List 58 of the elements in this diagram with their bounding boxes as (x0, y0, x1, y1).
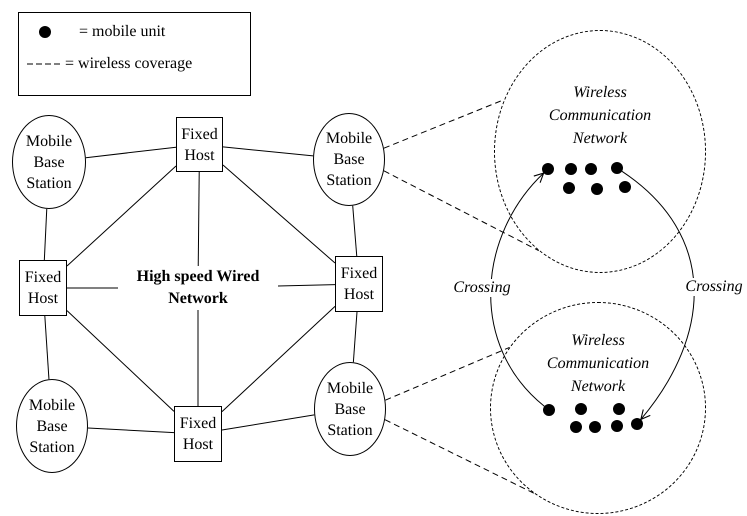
mobile-unit-dot (619, 181, 631, 193)
coverage-line (384, 347, 510, 401)
node-label: Mobile Base Station (324, 129, 374, 191)
network-label: Wireless Communication Network (548, 83, 652, 149)
arrow (622, 170, 695, 420)
mobile-unit-dot (575, 403, 587, 415)
node-label: Mobile Base Station (28, 396, 76, 458)
connector-line (222, 306, 336, 412)
mobile-unit-dot (543, 404, 555, 416)
node-label: Fixed Host (180, 124, 219, 166)
coverage-line (383, 170, 540, 252)
mobile-unit-dot (565, 163, 577, 175)
fixed-host-box (19, 260, 67, 316)
mobile-unit-dot (631, 418, 643, 430)
connector-line (222, 164, 336, 264)
mobile-unit-dot (613, 403, 625, 415)
coverage-circle (490, 302, 706, 514)
mobile-unit-dot (611, 162, 623, 174)
connector-line (87, 427, 174, 434)
node-label: Fixed Host (340, 264, 378, 305)
mobile-unit-dot (591, 183, 603, 195)
fixed-host-box (174, 406, 222, 462)
edge-label: Crossing (684, 278, 744, 296)
legend-text: = wireless coverage (65, 55, 192, 73)
mobile-unit-dot (585, 163, 597, 175)
connector-line (66, 166, 176, 266)
fixed-host-box (176, 117, 223, 172)
connector-line (44, 316, 50, 380)
base-station-ellipse (12, 115, 86, 209)
connector-line (66, 310, 174, 412)
node-label: Fixed Host (24, 268, 62, 309)
node-label: Mobile Base Station (326, 378, 374, 440)
base-station-ellipse (314, 362, 386, 456)
mobile-unit-dot (611, 420, 623, 432)
network-label: High speed Wired Network (118, 266, 278, 310)
mobile-unit-dot (589, 421, 601, 433)
node-label: Mobile Base Station (24, 132, 74, 194)
base-station-ellipse (313, 113, 385, 206)
connector-line (222, 146, 314, 156)
node-label: Fixed Host (178, 414, 218, 455)
connector-line (222, 414, 315, 431)
mobile-unit-dot (563, 182, 575, 194)
base-station-ellipse (16, 379, 88, 473)
mobile-unit-dot (570, 421, 582, 433)
connector-line (352, 312, 358, 363)
connector-line (352, 205, 358, 256)
fixed-host-box (335, 256, 383, 312)
connector-line (44, 208, 48, 260)
connector-line (85, 146, 176, 158)
legend-text: = mobile unit (79, 23, 166, 41)
network-label: Wireless Communication Network (546, 331, 650, 397)
coverage-line (384, 419, 534, 494)
arrow (490, 172, 545, 407)
mobile-unit-dot (542, 163, 554, 175)
edge-label: Crossing (452, 279, 512, 297)
connector-line (198, 172, 200, 266)
coverage-circle (494, 30, 706, 273)
connector-line (278, 284, 336, 286)
